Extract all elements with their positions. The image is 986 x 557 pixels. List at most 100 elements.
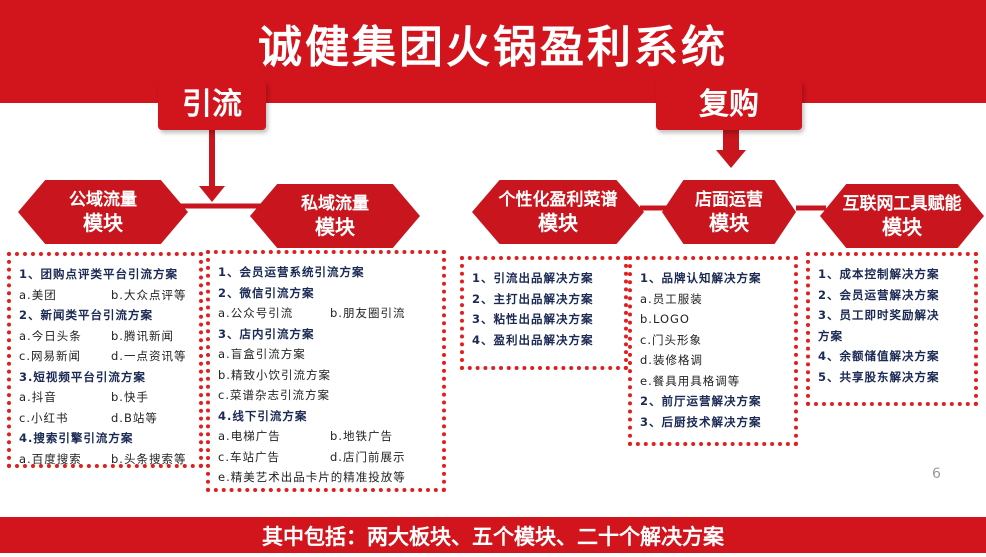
solution-line: 4.搜索引擎引流方案 xyxy=(19,428,193,449)
module-public-traffic: 公域流量 模块 xyxy=(18,180,188,244)
solution-text: 4.线下引流方案 xyxy=(218,408,308,423)
solution-line: 3.短视频平台引流方案 xyxy=(19,367,193,388)
solution-text: b.LOGO xyxy=(640,312,690,326)
solution-line: 1、团购点评类平台引流方案 xyxy=(19,264,193,285)
solution-line: 2、前厅运营解决方案 xyxy=(640,391,788,412)
section-fugou: 复购 xyxy=(656,80,802,130)
solution-line: c.门头形象 xyxy=(640,330,788,351)
solution-text: 5、共享股东解决方案 xyxy=(818,369,940,384)
solution-text: 3、粘性出品解决方案 xyxy=(472,312,594,326)
solution-text-secondary: b.腾讯新闻 xyxy=(111,328,174,343)
module-title: 公域流量 xyxy=(69,190,137,210)
solution-text: 2、前厅运营解决方案 xyxy=(640,394,762,408)
solution-line: 1、会员运营系统引流方案 xyxy=(218,262,436,283)
solution-text: 3、后厨技术解决方案 xyxy=(640,414,762,429)
solution-text: e.精美艺术出品卡片的精准投放等 xyxy=(218,470,406,484)
module-store-operation: 店面运营 模块 xyxy=(662,180,796,244)
solution-text: a.今日头条 xyxy=(19,328,82,343)
solution-text: 2、主打出品解决方案 xyxy=(472,291,594,306)
module-title: 互联网工具赋能 xyxy=(842,194,962,214)
module-subtitle: 模块 xyxy=(709,211,749,235)
solution-line: a.电梯广告 b.地铁广告 xyxy=(218,426,436,447)
module-subtitle: 模块 xyxy=(538,211,578,235)
solution-text: 2、微信引流方案 xyxy=(218,285,315,300)
solution-line: c.网易新闻 d.一点资讯等 xyxy=(19,346,193,367)
box-private-traffic: 1、会员运营系统引流方案 2、微信引流方案 a.公众号引流 b.朋友圈引流 3、店内引流… xyxy=(206,250,446,492)
box-profit-menu: 1、引流出品解决方案 2、主打出品解决方案 3、粘性出品解决方案 4、盈利出品解决方案 xyxy=(460,256,628,370)
solution-text: c.网易新闻 xyxy=(19,349,81,363)
solution-text-secondary: d.一点资讯等 xyxy=(111,349,187,363)
solution-line: 3、粘性出品解决方案 xyxy=(472,309,618,330)
solution-text-secondary: b.快手 xyxy=(111,390,149,404)
section-yinliu: 引流 xyxy=(158,80,266,130)
arrow-fugou-shaft xyxy=(723,130,739,152)
module-internet-tools: 互联网工具赋能 模块 xyxy=(820,184,984,248)
solution-line: b.LOGO xyxy=(640,309,788,330)
solution-line: 1、引流出品解决方案 xyxy=(472,268,618,289)
solution-text-secondary: b.头条搜索等 xyxy=(111,451,187,466)
solution-line: 1、品牌认知解决方案 xyxy=(640,268,788,289)
solution-text: c.菜谱杂志引流方案 xyxy=(218,388,330,402)
solution-line: a.盲盒引流方案 xyxy=(218,344,436,365)
module-subtitle: 模块 xyxy=(83,211,123,235)
solution-text: 2、会员运营解决方案 xyxy=(818,287,940,302)
solution-line: 5、共享股东解决方案 xyxy=(818,367,968,388)
solution-line: 2、微信引流方案 xyxy=(218,283,436,304)
solution-text: d.装修格调 xyxy=(640,353,703,367)
solution-text: a.百度搜索 xyxy=(19,451,82,466)
solution-line: e.精美艺术出品卡片的精准投放等 xyxy=(218,467,436,488)
solution-text: c.门头形象 xyxy=(640,332,702,347)
solution-line: 方案 xyxy=(818,326,968,347)
solution-text: 3.短视频平台引流方案 xyxy=(19,369,146,384)
solution-line: 3、店内引流方案 xyxy=(218,324,436,345)
page-number: 6 xyxy=(932,466,941,482)
solution-text: 1、成本控制解决方案 xyxy=(818,267,940,281)
box-internet-tools: 1、成本控制解决方案 2、会员运营解决方案 3、员工即时奖励解决方案 4、余额储值解决… xyxy=(806,252,978,406)
box-store-operation: 1、品牌认知解决方案 a.员工服装 b.LOGO c.门头形象 d.装修格调 e.餐具用具… xyxy=(628,256,798,446)
solution-line: a.今日头条 b.腾讯新闻 xyxy=(19,326,193,347)
solution-line: 4、余额储值解决方案 xyxy=(818,346,968,367)
solution-text: a.员工服装 xyxy=(640,291,703,306)
solution-text: c.小红书 xyxy=(19,410,69,425)
solution-text-secondary: b.朋友圈引流 xyxy=(330,306,406,320)
module-title: 店面运营 xyxy=(695,190,763,210)
solution-line: 4、盈利出品解决方案 xyxy=(472,330,618,351)
solution-text: 3、店内引流方案 xyxy=(218,326,315,341)
solution-line: c.小红书 d.B站等 xyxy=(19,408,193,429)
solution-line: 3、员工即时奖励解决 xyxy=(818,305,968,326)
solution-text: e.餐具用具格调等 xyxy=(640,373,741,388)
module-profit-menu: 个性化盈利菜谱 模块 xyxy=(472,180,644,244)
solution-line: c.菜谱杂志引流方案 xyxy=(218,385,436,406)
solution-text: 3、员工即时奖励解决 xyxy=(818,308,940,322)
solution-text-secondary: d.店门前展示 xyxy=(330,449,406,464)
solution-text: 1、品牌认知解决方案 xyxy=(640,271,762,285)
solution-text: 1、会员运营系统引流方案 xyxy=(218,265,365,279)
solution-text: 4、余额储值解决方案 xyxy=(818,349,940,363)
module-subtitle: 模块 xyxy=(315,215,355,239)
solution-text: 4.搜索引擎引流方案 xyxy=(19,431,134,445)
solution-line: e.餐具用具格调等 xyxy=(640,371,788,392)
solution-text: 1、团购点评类平台引流方案 xyxy=(19,267,179,281)
solution-line: 4.线下引流方案 xyxy=(218,406,436,427)
footer-summary: 其中包括：两大板块、五个模块、二十个解决方案 xyxy=(0,517,986,553)
solution-text: 2、新闻类平台引流方案 xyxy=(19,308,154,322)
solution-line: 2、主打出品解决方案 xyxy=(472,289,618,310)
solution-text: a.公众号引流 xyxy=(218,306,294,320)
solution-line: a.百度搜索 b.头条搜索等 xyxy=(19,449,193,470)
solution-line: b.精致小饮引流方案 xyxy=(218,365,436,386)
solution-text-secondary: b.大众点评等 xyxy=(111,287,187,302)
solution-text: a.电梯广告 xyxy=(218,429,281,443)
solution-text-secondary: b.地铁广告 xyxy=(330,429,393,443)
solution-line: 1、成本控制解决方案 xyxy=(818,264,968,285)
arrow-fugou-head xyxy=(716,150,746,168)
module-title: 私域流量 xyxy=(301,194,369,214)
solution-text: a.盲盒引流方案 xyxy=(218,347,306,361)
solution-text-secondary: d.B站等 xyxy=(111,410,158,425)
arrow-yinliu-head xyxy=(199,186,225,202)
solution-line: d.装修格调 xyxy=(640,350,788,371)
